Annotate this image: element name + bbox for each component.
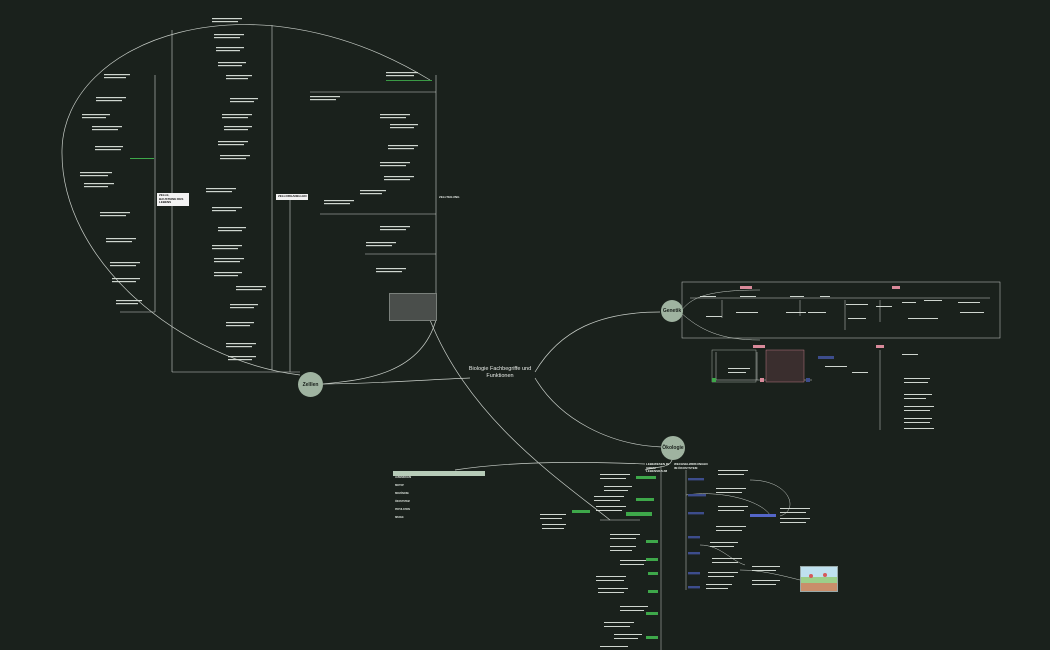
node-zellen[interactable]: Zelllen <box>298 372 323 397</box>
connector-central-genetik <box>534 311 661 373</box>
left-branch <box>120 30 300 373</box>
middle-branch-header-text: ZELLORGANELLEN <box>278 194 307 198</box>
table-term: ÖKOSYSTEM <box>395 501 410 503</box>
central-topic-line2: Funktionen <box>486 373 514 379</box>
right-branch <box>310 75 437 318</box>
oekologie-texts <box>540 470 810 647</box>
table-row: BIOZÖNOSE <box>393 492 485 500</box>
table-term: NISCHE <box>395 517 404 519</box>
left-branch-header[interactable]: ZELLE, BAUSTEINE DES LEBENS <box>157 193 189 206</box>
central-topic[interactable]: Biologie Fachbegriffe und Funktionen <box>462 366 538 380</box>
oekologie-green-tags <box>572 476 658 639</box>
ecology-header-2-text: WECHSELWIRKUNGEN IM ÖKOSYSTEM <box>674 462 708 470</box>
ecosystem-illustration[interactable] <box>800 566 838 592</box>
table-header-row <box>393 471 485 476</box>
table-row: NISCHE <box>393 516 485 524</box>
left-branch-header-text: ZELLE, BAUSTEINE DES LEBENS <box>159 193 184 205</box>
genetik-cluster <box>679 281 1001 430</box>
genetik-texts <box>700 296 984 429</box>
genetik-tag-1 <box>740 286 752 289</box>
genetik-tag-4 <box>876 345 884 348</box>
table-term: LEBENSRAUM <box>395 477 412 479</box>
ecology-header-2[interactable]: WECHSELWIRKUNGEN IM ÖKOSYSTEM <box>674 462 708 470</box>
genetik-pink-box <box>760 378 764 382</box>
connector-central-zellen <box>322 377 471 385</box>
right-branch-header[interactable]: ZELLTEILUNG <box>439 195 461 200</box>
middle-branch <box>271 25 291 372</box>
middle-branch-header[interactable]: ZELLORGANELLEN <box>276 194 308 200</box>
connector-long-diagonal <box>429 319 611 521</box>
main-connectors <box>61 24 674 521</box>
ecosystem-illustration-graphic <box>801 567 837 591</box>
genetik-sub-box-1 <box>711 349 757 383</box>
genetik-sub-box-2 <box>765 349 805 383</box>
ecology-terms-table: LEBENSRAUM BIOTOP BIOZÖNOSE ÖKOSYSTEM PO… <box>393 471 485 524</box>
node-oekologie[interactable]: Ökologie <box>661 436 685 460</box>
connector-zellen-loop <box>61 24 431 376</box>
oekologie-blue-tags <box>688 478 776 589</box>
genetik-green-box <box>712 378 716 382</box>
table-row: ÖKOSYSTEM <box>393 500 485 508</box>
genetik-blue-tag <box>818 356 834 359</box>
connector-zellen-right <box>322 319 437 385</box>
table-term: BIOTOP <box>395 485 404 487</box>
table-row: LEBENSRAUM <box>393 476 485 484</box>
table-term: BIOZÖNOSE <box>395 493 409 495</box>
genetik-blue-box <box>806 378 810 382</box>
node-genetik[interactable]: Genetik <box>661 300 683 322</box>
connector-central-oekologie <box>534 377 663 448</box>
table-row: POPULATION <box>393 508 485 516</box>
right-branch-header-text: ZELLTEILUNG <box>439 195 460 199</box>
left-branch-texts <box>80 74 154 305</box>
genetik-tag-3 <box>753 345 765 348</box>
right-branch-texts <box>310 72 432 273</box>
table-term: POPULATION <box>395 509 410 511</box>
node-oekologie-label: Ökologie <box>662 445 684 451</box>
central-topic-line1: Biologie Fachbegriffe und <box>468 366 532 372</box>
genetik-tag-2 <box>892 286 900 289</box>
node-genetik-label: Genetik <box>662 308 682 314</box>
ecology-header-1[interactable]: LEBEWESEN IN IHREM LEBENSRAUM <box>646 462 672 474</box>
node-zellen-label: Zelllen <box>302 381 319 388</box>
ecology-header-1-text: LEBEWESEN IN IHREM LEBENSRAUM <box>646 462 669 474</box>
oekologie-cluster <box>600 466 801 650</box>
middle-branch-texts <box>206 18 266 361</box>
note-box <box>389 293 437 321</box>
connector-table <box>454 462 646 471</box>
table-row: BIOTOP <box>393 484 485 492</box>
